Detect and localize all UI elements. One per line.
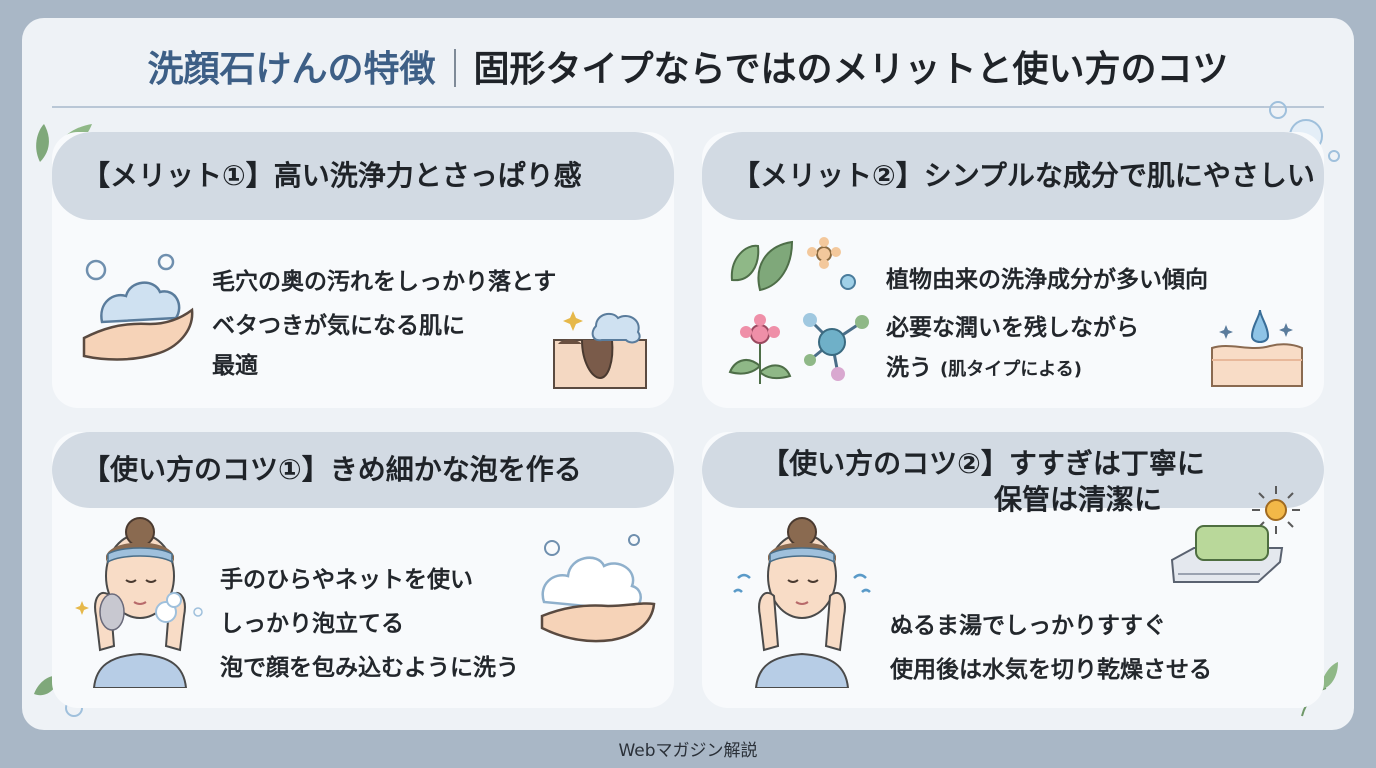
heading-line-2: 保管は清潔に <box>993 483 1162 516</box>
pore-skin-icon <box>553 311 647 389</box>
body-line: 手のひらやネットを使い <box>220 567 473 593</box>
hand-with-foam-icon <box>82 253 194 361</box>
body-line: ベタつきが気になる肌に <box>212 313 465 339</box>
body-line: 必要な潤いを残しながら <box>886 315 1139 341</box>
card-body: 毛穴の奥の汚れをしっかり落とす ベタつきが気になる肌に 最適 <box>212 262 556 386</box>
sun-icon <box>1252 486 1300 534</box>
skin-moisture-icon <box>1211 309 1303 387</box>
card-heading: 【メリット①】高い洗浄力とさっぱり感 <box>52 132 674 220</box>
page-title: 洗顔石けんの特徴固形タイプならではのメリットと使い方のコツ <box>0 44 1376 96</box>
woman-rinsing-face-icon <box>733 517 871 688</box>
body-line: ぬるま湯でしっかりすすぐ <box>890 613 1166 639</box>
body-line: 使用後は水気を切り乾燥させる <box>890 657 1212 683</box>
title-divider <box>52 106 1324 108</box>
title-main: 固形タイプならではのメリットと使い方のコツ <box>473 49 1229 90</box>
body-line: 最適 <box>212 353 258 379</box>
body-line: 植物由来の洗浄成分が多い傾向 <box>886 267 1208 293</box>
body-line: 泡で顔を包み込むように洗う <box>220 655 519 681</box>
footer-credit: Webマガジン解説 <box>618 741 758 761</box>
body-line: 洗う <box>886 355 932 381</box>
card-heading: 【使い方のコツ①】きめ細かな泡を作る <box>52 432 674 508</box>
title-separator <box>453 49 456 87</box>
card-heading: 【使い方のコツ②】すすぎは丁寧に 保管は清潔に <box>702 432 1324 516</box>
card-heading: 【メリット②】シンプルな成分で肌にやさしい <box>702 132 1324 220</box>
body-line: 毛穴の奥の汚れをしっかり落とす <box>212 269 557 295</box>
heading-line-1: 【使い方のコツ②】すすぎは丁寧に <box>761 447 1205 480</box>
body-line-wrap: 洗う (肌タイプによる) <box>886 348 1208 390</box>
body-line: しっかり泡立てる <box>220 611 404 637</box>
woman-lathering-face-icon <box>75 517 203 688</box>
plant-molecule-icon <box>728 237 869 384</box>
soap-dish-icon <box>1170 525 1284 583</box>
hand-with-foam-icon <box>540 534 656 643</box>
card-body: 植物由来の洗浄成分が多い傾向 必要な潤いを残しながら 洗う (肌タイプによる) <box>886 260 1208 390</box>
card-body: 手のひらやネットを使い しっかり泡立てる 泡で顔を包み込むように洗う <box>220 560 519 688</box>
card-body: ぬるま湯でしっかりすすぐ 使用後は水気を切り乾燥させる <box>890 606 1212 690</box>
title-accent: 洗顔石けんの特徴 <box>147 49 436 90</box>
skin-type-note: (肌タイプによる) <box>940 359 1082 380</box>
